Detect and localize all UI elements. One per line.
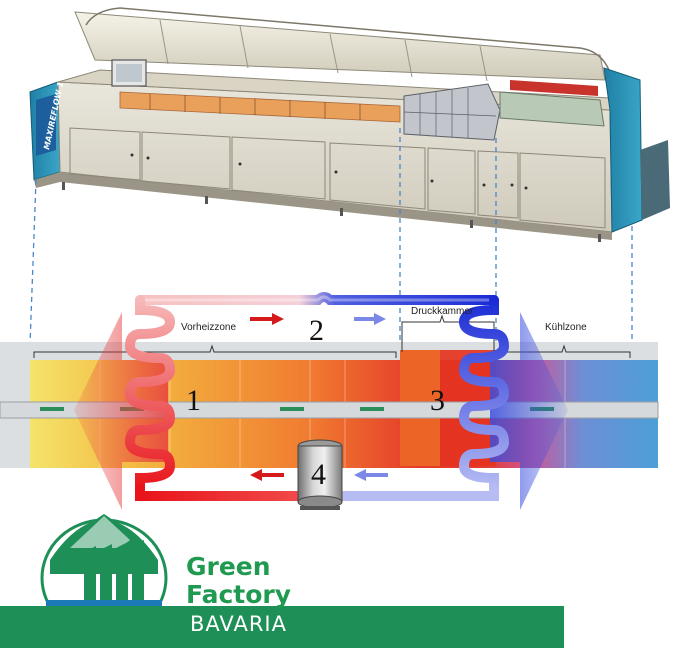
flow-arrow-right-blue <box>354 313 386 325</box>
logo-line-green: Green <box>186 552 271 581</box>
cold-out-arrow <box>490 312 568 510</box>
hood-curve <box>85 7 613 81</box>
flow-arrow-left-blue <box>354 469 388 481</box>
cooling-zone-label: Kühlzone <box>545 322 587 333</box>
logo-line-bavaria: BAVARIA <box>190 612 287 636</box>
flow-arrow-right-red <box>250 313 284 325</box>
cooling-red-band <box>510 80 598 96</box>
logo-line-factory: Factory <box>186 580 292 609</box>
preheat-brace <box>33 344 397 358</box>
machine-right-endcap <box>603 67 643 233</box>
machine-brand-stripe <box>36 94 56 156</box>
top-pipe-highlight <box>140 295 494 302</box>
door-handles <box>130 153 528 190</box>
open-hood <box>74 11 606 81</box>
pressure-chamber-grid <box>403 88 497 138</box>
bottom-pipe-hot <box>135 485 305 501</box>
machine-base <box>34 172 612 240</box>
flow-arrow-left-red <box>250 469 284 481</box>
bottom-pipe-cold <box>335 485 499 501</box>
step-number-3: 3 <box>430 384 445 417</box>
pressure-chamber-label: Druckkammer <box>411 306 474 317</box>
zone-braces <box>33 314 631 358</box>
step-number-2: 2 <box>309 314 324 347</box>
heater-details <box>149 94 361 120</box>
hood-seams <box>159 19 488 82</box>
cabinet-doors <box>69 127 606 229</box>
cooling-section <box>499 91 605 127</box>
right-coil <box>458 295 510 495</box>
machine-feet <box>62 182 601 242</box>
logo-band <box>0 606 564 648</box>
preheat-zone-label: Vorheizzone <box>181 322 237 333</box>
top-pipe <box>135 292 499 305</box>
left-coil <box>124 295 176 495</box>
monitor-screen <box>116 64 142 82</box>
step-number-1: 1 <box>186 384 201 417</box>
heater-zones <box>119 91 401 123</box>
machine-right-panel <box>640 140 670 220</box>
compressor-icon <box>297 439 343 510</box>
step-number-4: 4 <box>311 458 326 491</box>
pressure-brace <box>401 314 495 352</box>
reflow-machine-illustration <box>29 7 670 242</box>
